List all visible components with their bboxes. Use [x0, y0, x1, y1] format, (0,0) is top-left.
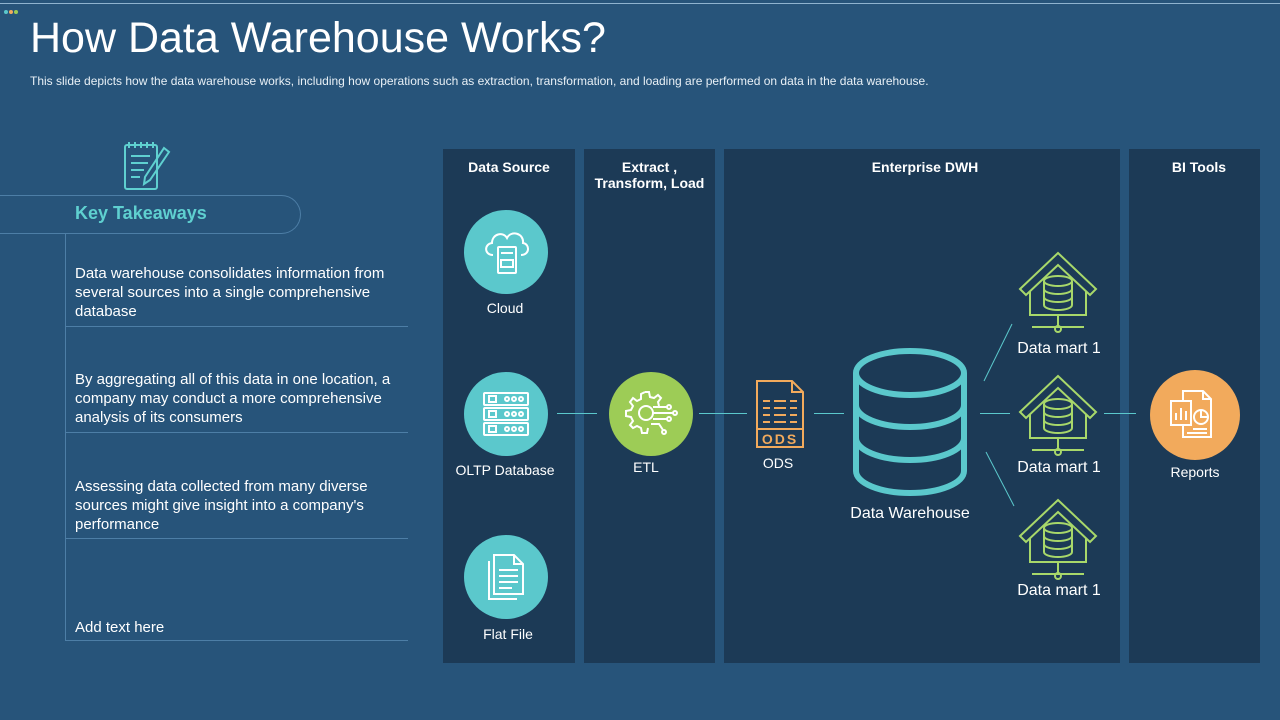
oltp-database-node — [464, 372, 548, 456]
cloud-label: Cloud — [486, 300, 524, 316]
data-warehouse-label: Data Warehouse — [850, 505, 970, 522]
column-heading-etl-line1: Extract , — [621, 159, 678, 175]
column-heading-bi-tools: BI Tools — [1171, 159, 1227, 175]
takeaway-item-1: Data warehouse consolidates information … — [75, 265, 385, 320]
connector-warehouse-mart — [980, 413, 1010, 414]
connector-warehouse-marts-diagonal — [983, 323, 1015, 507]
page-subtitle: This slide depicts how the data warehous… — [30, 74, 929, 88]
house-database-icon — [1018, 251, 1098, 333]
database-icon — [853, 348, 967, 496]
takeaway-divider — [65, 640, 408, 641]
reports-label: Reports — [1170, 464, 1220, 480]
column-heading-enterprise-dwh: Enterprise DWH — [871, 159, 979, 175]
connector-etl-ods — [699, 413, 747, 414]
column-heading-etl: Extract , Transform, Load — [584, 159, 715, 191]
takeaways-heading: Key Takeaways — [75, 203, 207, 223]
takeaway-divider — [65, 432, 408, 433]
takeaway-item-2: By aggregating all of this data in one l… — [75, 371, 391, 426]
panel-enterprise-dwh — [724, 149, 1120, 663]
connector-oltp-etl — [557, 413, 597, 414]
takeaways-header-pill — [0, 195, 301, 234]
data-mart-label-2: Data mart 1 — [1017, 459, 1101, 476]
page-title: How Data Warehouse Works? — [30, 14, 606, 62]
gear-circuit-icon — [625, 391, 678, 435]
data-mart-label-1: Data mart 1 — [1017, 340, 1101, 357]
flat-file-label: Flat File — [483, 626, 533, 642]
column-heading-etl-line2: Transform, Load — [594, 175, 705, 191]
reports-node — [1150, 370, 1240, 460]
svg-text:ODS: ODS — [762, 431, 798, 447]
takeaway-divider — [65, 538, 408, 539]
cloud-document-icon — [485, 232, 529, 274]
flat-file-node — [464, 535, 548, 619]
etl-node — [609, 372, 693, 456]
cloud-node — [464, 210, 548, 294]
data-mart-label-3: Data mart 1 — [1017, 582, 1101, 599]
file-icon — [488, 554, 524, 600]
takeaway-item-4: Add text here — [75, 619, 165, 636]
ods-file-icon: ODS — [756, 380, 804, 448]
connector-mart-reports — [1104, 413, 1136, 414]
takeaways-rule — [65, 233, 66, 641]
connector-ods-warehouse — [814, 413, 844, 414]
takeaway-divider — [65, 326, 408, 327]
report-documents-icon — [1170, 390, 1212, 438]
server-rack-icon — [483, 392, 529, 436]
notepad-pen-icon — [124, 142, 171, 190]
takeaway-item-3: Assessing data collected from many diver… — [75, 478, 368, 533]
house-database-icon — [1018, 498, 1098, 580]
column-heading-data-source: Data Source — [468, 159, 550, 175]
oltp-database-label: OLTP Database — [455, 462, 555, 478]
corner-dots — [4, 1, 19, 19]
ods-label: ODS — [762, 455, 794, 471]
top-rule — [0, 3, 1280, 4]
etl-label: ETL — [633, 459, 659, 475]
house-database-icon — [1018, 374, 1098, 456]
